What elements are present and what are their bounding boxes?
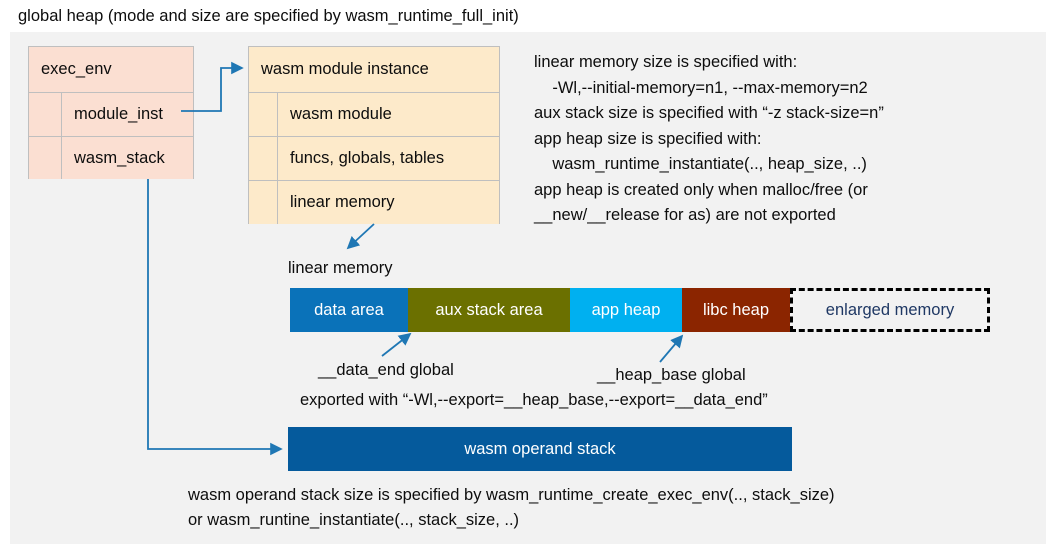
linear-memory-note: linear memory size is specified with: -W… bbox=[534, 53, 884, 224]
exec-env-field-module-inst: module_inst bbox=[29, 93, 193, 136]
operand-stack-note: wasm operand stack size is specified by … bbox=[188, 486, 835, 529]
module-instance-field-label: funcs, globals, tables bbox=[277, 136, 499, 180]
module-instance-fields: wasm module funcs, globals, tables linea… bbox=[249, 93, 499, 224]
memory-segment-libc-heap[interactable]: libc heap bbox=[682, 288, 790, 332]
module-instance-field-label: linear memory bbox=[277, 180, 499, 224]
module-instance-field-funcs-globals-tables: funcs, globals, tables bbox=[249, 136, 499, 180]
indent-gutter bbox=[249, 136, 277, 180]
exec-env-field-wasm-stack: wasm_stack bbox=[29, 136, 193, 179]
exported-with-annotation: exported with “-Wl,--export=__heap_base,… bbox=[300, 391, 768, 409]
linear-memory-bar-label: linear memory bbox=[288, 259, 393, 277]
memory-segment-aux-stack-area[interactable]: aux stack area bbox=[408, 288, 570, 332]
module-instance-field-label: wasm module bbox=[277, 93, 499, 136]
exec-env-field-label: module_inst bbox=[61, 93, 193, 136]
indent-gutter bbox=[29, 93, 61, 136]
data-end-annotation: __data_end global bbox=[318, 361, 454, 379]
wasm-operand-stack-box[interactable]: wasm operand stack bbox=[288, 427, 792, 471]
exec-env-box: exec_env module_inst wasm_stack bbox=[28, 46, 194, 179]
indent-gutter bbox=[249, 93, 277, 136]
memory-segment-data-area[interactable]: data area bbox=[290, 288, 408, 332]
linear-memory-bar: data area aux stack area app heap libc h… bbox=[290, 288, 990, 332]
heap-base-annotation: __heap_base global bbox=[597, 366, 746, 384]
wasm-module-instance-box: wasm module instance wasm module funcs, … bbox=[248, 46, 500, 224]
module-instance-field-linear-memory: linear memory bbox=[249, 180, 499, 224]
page-title: global heap (mode and size are specified… bbox=[18, 7, 519, 25]
exec-env-fields: module_inst wasm_stack bbox=[29, 93, 193, 179]
module-instance-header: wasm module instance bbox=[249, 47, 499, 93]
exec-env-header: exec_env bbox=[29, 47, 193, 93]
indent-gutter bbox=[29, 136, 61, 179]
indent-gutter bbox=[249, 180, 277, 224]
exec-env-field-label: wasm_stack bbox=[61, 136, 193, 179]
memory-segment-enlarged-memory[interactable]: enlarged memory bbox=[790, 288, 990, 332]
module-instance-field-wasm-module: wasm module bbox=[249, 93, 499, 136]
memory-segment-app-heap[interactable]: app heap bbox=[570, 288, 682, 332]
